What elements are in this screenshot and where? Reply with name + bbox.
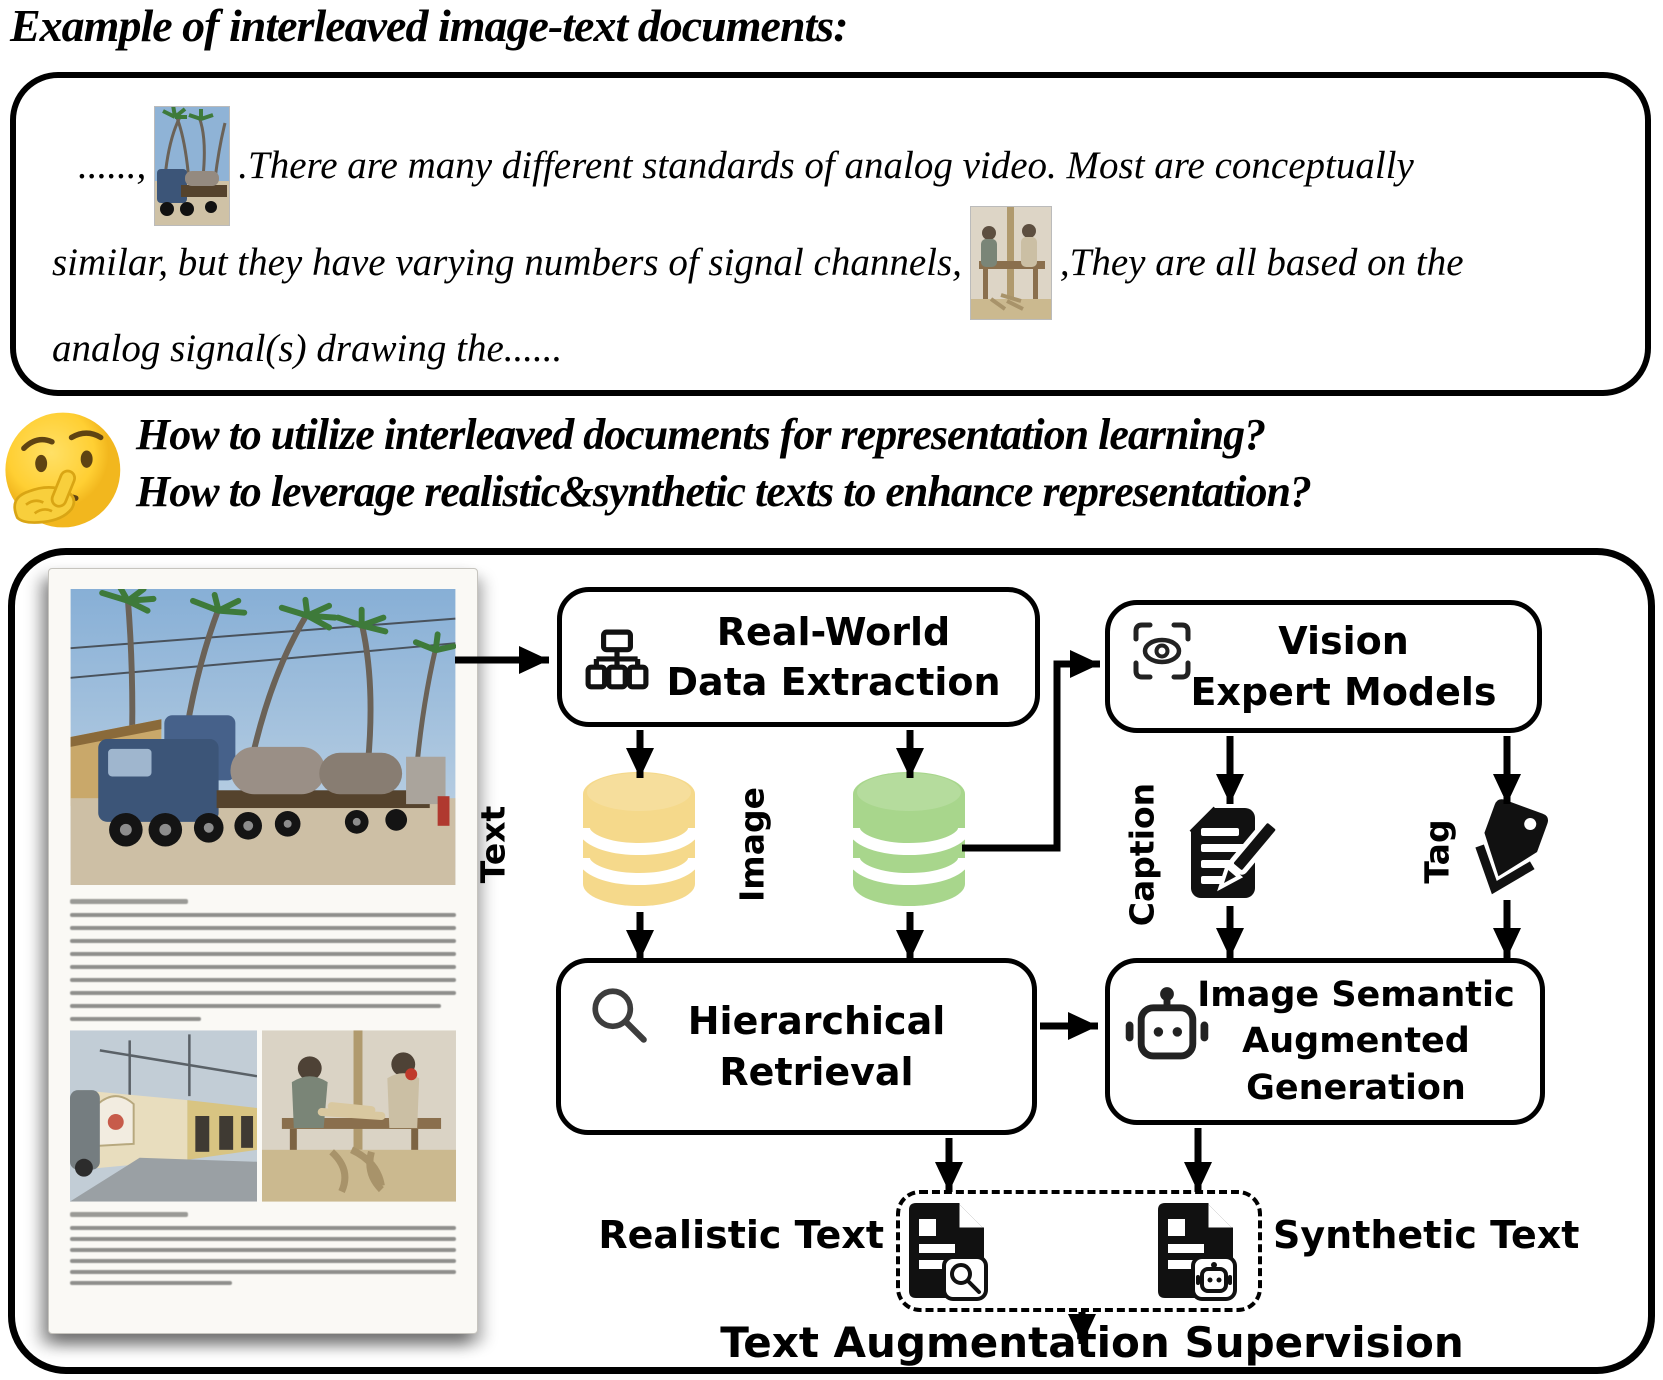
node-vision-expert-models: Vision Expert Models (1105, 600, 1542, 733)
caption-note-icon (1189, 806, 1277, 898)
truck-thumbnail (154, 106, 231, 226)
truck-photo (70, 584, 457, 885)
node-label-line1: Real-World (716, 609, 951, 654)
question-line2: How to leverage realistic&synthetic text… (136, 467, 1312, 517)
tag-icon (1475, 799, 1549, 895)
realistic-text-label: Realistic Text (598, 1213, 884, 1257)
woodworking-photo (262, 1030, 456, 1202)
page-title: Example of interleaved image-text docume… (10, 0, 849, 51)
doc-text-segment: ......, (78, 143, 147, 187)
node-label-line2: Data Extraction (666, 660, 1001, 704)
doc-text-segment: ,They are all based on the (1059, 240, 1464, 284)
doc-example-line2: similar, but they have varying numbers o… (52, 206, 1464, 320)
node-label-line2: Expert Models (1190, 669, 1497, 714)
supervision-label: Text Augmentation Supervision (720, 1318, 1464, 1367)
woodworking-thumbnail (969, 206, 1052, 320)
doc-text-segment: .There are many different standards of a… (238, 143, 1414, 187)
document-robot-icon (1158, 1203, 1237, 1301)
doc-text-segment: similar, but they have varying numbers o… (52, 240, 962, 284)
street-photo (70, 1030, 258, 1202)
caption-label: Caption (1122, 782, 1162, 927)
document-search-icon (909, 1203, 988, 1301)
body-text-block (70, 913, 456, 1021)
photo-caption-line (70, 899, 188, 904)
tag-label: Tag (1417, 819, 1457, 884)
magnifier-icon (592, 988, 647, 1043)
doc-example-line3: analog signal(s) drawing the...... (52, 326, 562, 373)
node-label-line1: Vision (1278, 619, 1409, 664)
doc-text-segment: analog signal(s) drawing the...... (52, 327, 563, 370)
node-real-world-data-extraction: Real-World Data Extraction (557, 587, 1040, 727)
photo-caption-line (70, 1212, 188, 1217)
node-label-line1: Hierarchical (687, 999, 946, 1044)
eye-scan-icon (1133, 622, 1191, 680)
text-db-label: Text (473, 805, 513, 884)
text-database-icon (583, 772, 695, 906)
image-database-icon (853, 772, 965, 906)
node-label-line2: Retrieval (719, 1049, 914, 1094)
photo-row (70, 1030, 456, 1202)
doc-example-line1: ......, .There are many different standa… (78, 106, 1414, 226)
node-hierarchical-retrieval: Hierarchical Retrieval (556, 958, 1037, 1135)
node-image-semantic-augmented-generation: Image Semantic Augmented Generation (1105, 958, 1545, 1125)
body-text-block (70, 1226, 456, 1285)
pipeline-box: Real-World Data Extraction Vision Expert… (8, 548, 1655, 1374)
source-document-panel (48, 568, 478, 1334)
question-line1: How to utilize interleaved documents for… (136, 410, 1266, 459)
thinking-emoji-icon (5, 412, 121, 528)
robot-icon (1125, 987, 1209, 1060)
image-db-label: Image (732, 787, 772, 902)
node-label-line1: Image Semantic (1197, 975, 1515, 1016)
research-questions: How to utilize interleaved documents for… (136, 406, 1312, 520)
interleaved-example-box: ......, .There are many different standa… (10, 72, 1651, 396)
synthetic-text-label: Synthetic Text (1273, 1213, 1580, 1257)
sitemap-icon (585, 629, 649, 690)
node-label-line2: Augmented Generation (1242, 1021, 1470, 1108)
